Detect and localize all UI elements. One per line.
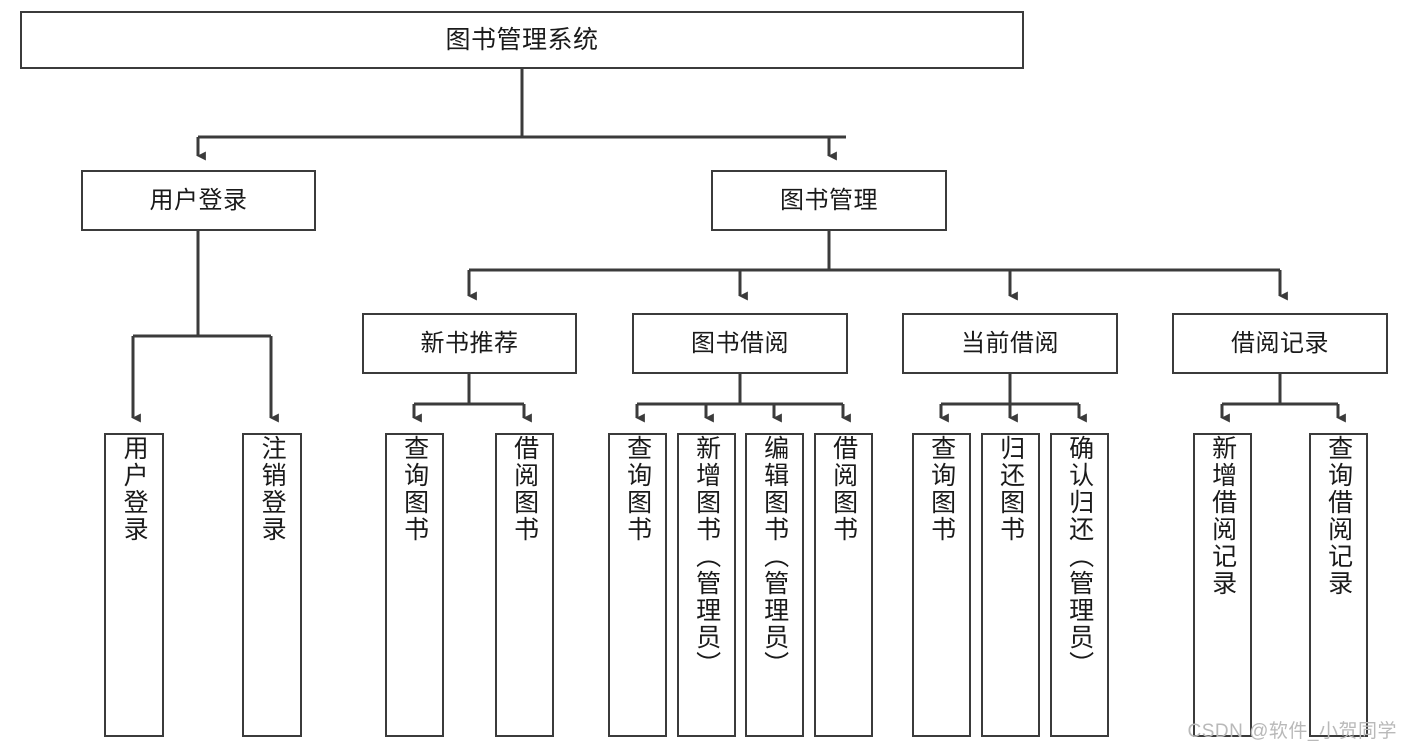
leaf-query-book-recommend[interactable]: 查询图书: [385, 433, 444, 737]
node-current-borrow[interactable]: 当前借阅: [902, 313, 1118, 374]
leaf-add-borrow-record[interactable]: 新增借阅记录: [1193, 433, 1252, 737]
node-label: 新书推荐: [420, 329, 519, 357]
leaf-query-book-current[interactable]: 查询图书: [912, 433, 971, 737]
leaf-logout[interactable]: 注销登录: [242, 433, 302, 737]
node-new-book-recommend[interactable]: 新书推荐: [362, 313, 577, 374]
leaf-borrow-book-recommend[interactable]: 借阅图书: [495, 433, 554, 737]
node-borrow-record[interactable]: 借阅记录: [1172, 313, 1388, 374]
leaf-confirm-return-admin[interactable]: 确认归还（管理员）: [1050, 433, 1109, 737]
node-book-management[interactable]: 图书管理: [711, 170, 947, 231]
node-label: 图书管理系统: [445, 25, 599, 54]
leaf-return-book[interactable]: 归还图书: [981, 433, 1040, 737]
leaf-add-book-admin[interactable]: 新增图书（管理员）: [677, 433, 736, 737]
node-label: 查询借阅记录: [1324, 435, 1353, 597]
node-root-system[interactable]: 图书管理系统: [20, 11, 1024, 69]
node-label: 用户登录: [149, 186, 248, 214]
node-label: 借阅记录: [1231, 329, 1329, 357]
node-label: 归还图书: [996, 435, 1025, 543]
leaf-query-book[interactable]: 查询图书: [608, 433, 667, 737]
node-label: 查询图书: [400, 435, 429, 543]
node-label: 编辑图书（管理员）: [760, 435, 789, 678]
node-label: 当前借阅: [961, 329, 1059, 357]
node-label: 查询图书: [623, 435, 652, 543]
node-label: 借阅图书: [510, 435, 539, 543]
leaf-query-borrow-record[interactable]: 查询借阅记录: [1309, 433, 1368, 737]
node-label: 用户登录: [120, 435, 149, 543]
csdn-watermark: CSDN @软件_小贺同学: [1187, 721, 1397, 742]
node-label: 注销登录: [258, 435, 287, 543]
leaf-borrow-book[interactable]: 借阅图书: [814, 433, 873, 737]
node-book-borrow[interactable]: 图书借阅: [632, 313, 848, 374]
node-label: 新增图书（管理员）: [692, 435, 721, 678]
node-label: 查询图书: [927, 435, 956, 543]
node-label: 图书借阅: [691, 329, 789, 357]
node-label: 借阅图书: [829, 435, 858, 543]
leaf-edit-book-admin[interactable]: 编辑图书（管理员）: [745, 433, 804, 737]
leaf-user-login[interactable]: 用户登录: [104, 433, 164, 737]
node-label: 确认归还（管理员）: [1065, 435, 1094, 678]
node-label: 图书管理: [780, 186, 878, 214]
node-user-login[interactable]: 用户登录: [81, 170, 316, 231]
node-label: 新增借阅记录: [1208, 435, 1237, 597]
